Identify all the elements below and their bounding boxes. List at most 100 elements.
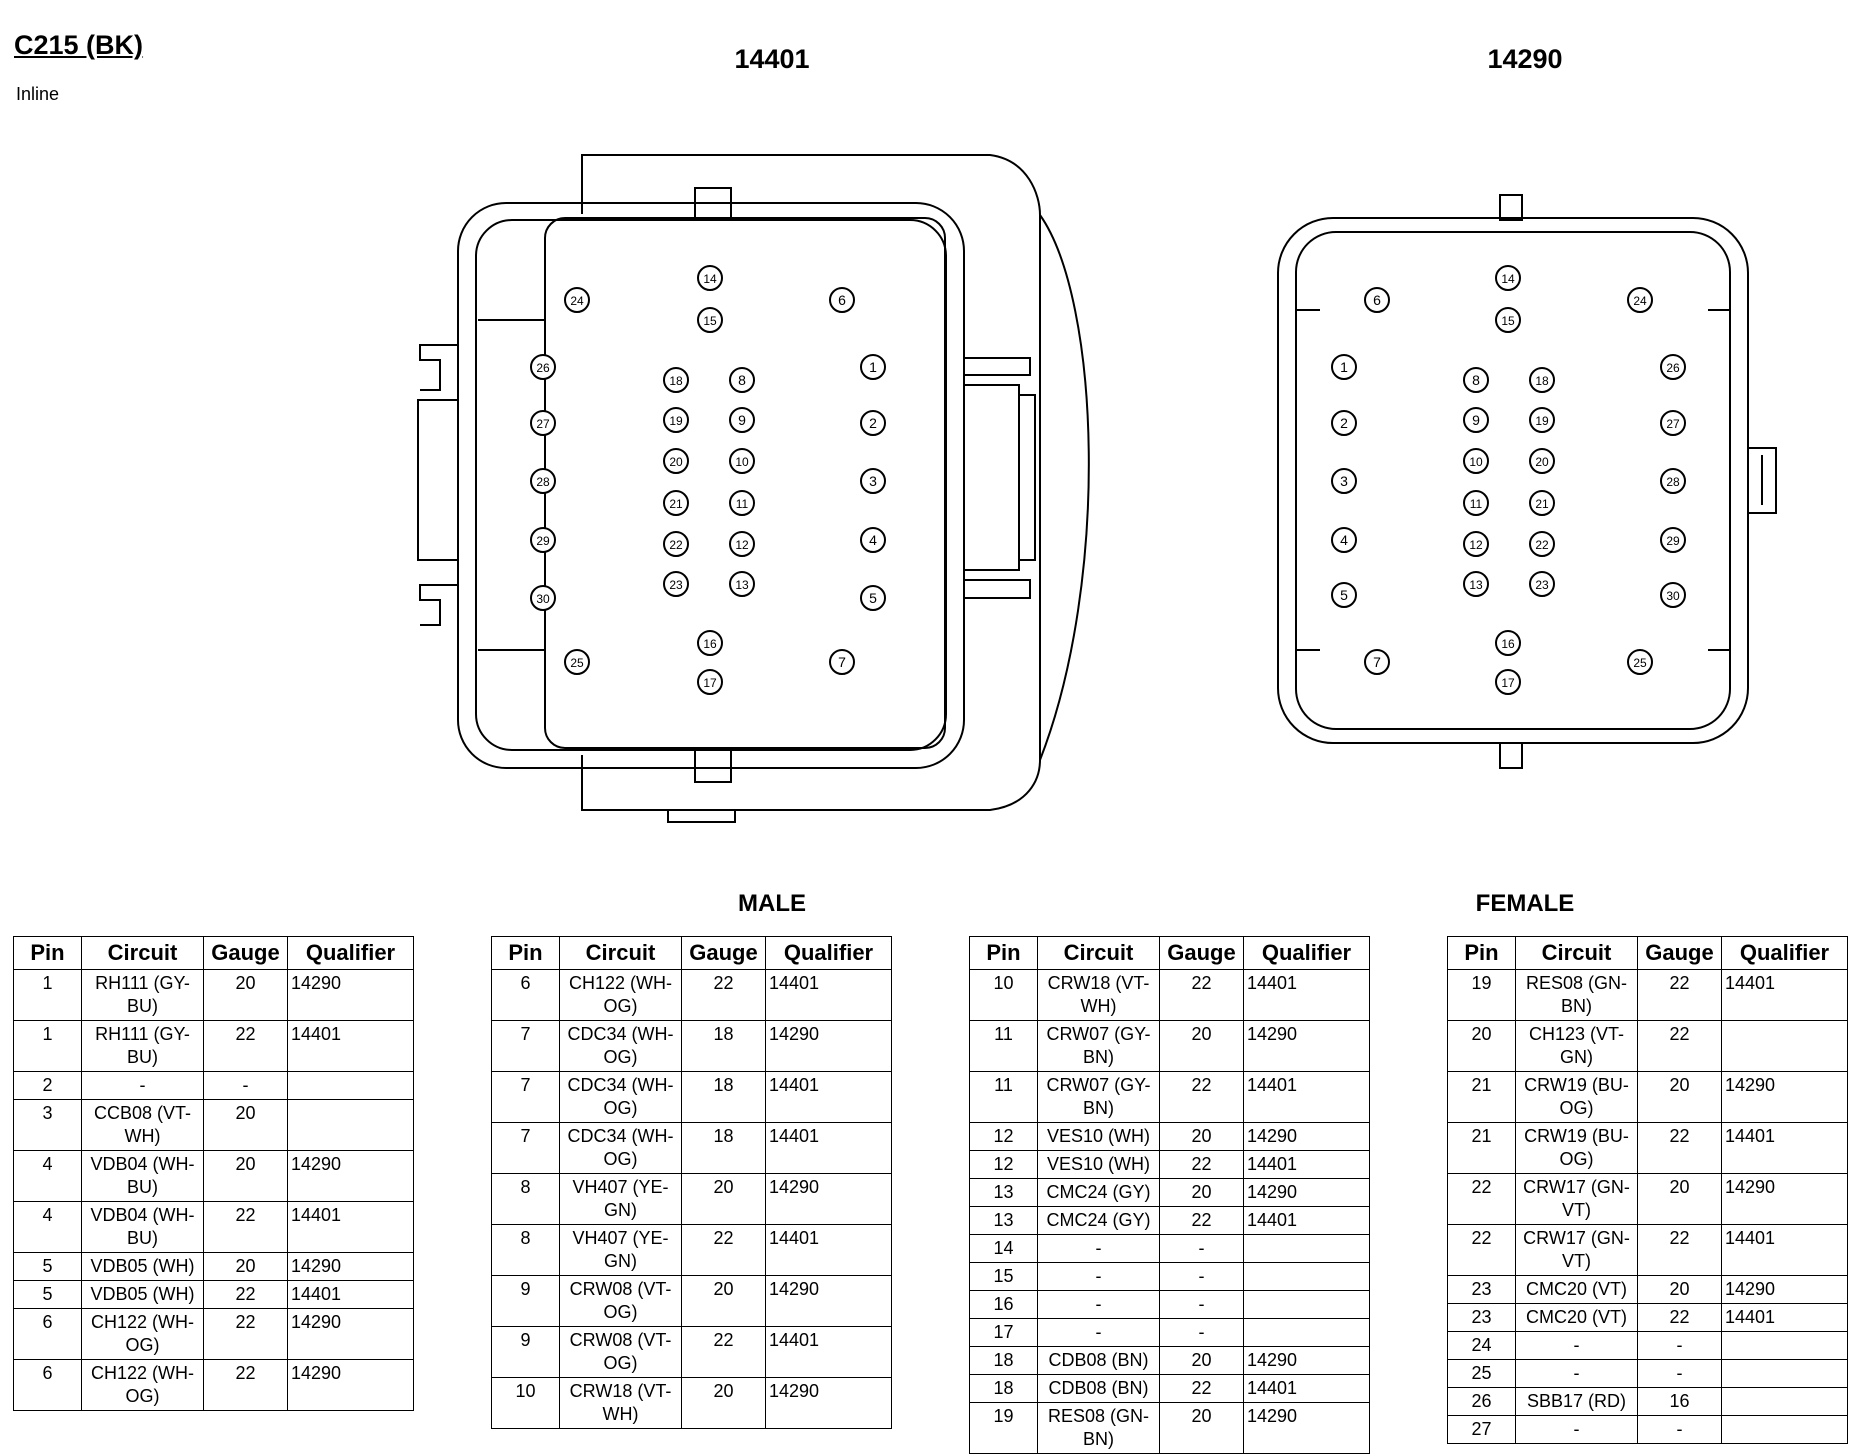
male-pin-27: 27	[530, 410, 556, 436]
cell-qualifier: 14401	[765, 1224, 892, 1276]
male-pin-group: 1234567891011121314151617181920212223242…	[530, 265, 886, 695]
cell-qualifier	[1721, 1020, 1848, 1072]
column-header-circuit: Circuit	[81, 936, 204, 970]
male-pin-circle	[663, 448, 689, 474]
female-pin-circle	[1529, 448, 1555, 474]
cell-qualifier	[1721, 1359, 1848, 1388]
female-pin-27: 27	[1660, 410, 1686, 436]
cell-gauge: 20	[1637, 1275, 1722, 1304]
female-pin-number: 19	[1535, 414, 1549, 428]
female-pin-circle	[1463, 490, 1489, 516]
cell-pin: 20	[1447, 1020, 1516, 1072]
male-pin-number: 19	[669, 414, 683, 428]
female-pin-circle	[1660, 527, 1686, 553]
male-pin-number: 10	[735, 455, 749, 469]
cell-qualifier: 14290	[1721, 1071, 1848, 1123]
cell-qualifier: 14290	[287, 969, 414, 1021]
female-pin-number: 24	[1633, 294, 1647, 308]
cell-circuit: -	[1037, 1262, 1160, 1291]
female-pin-17: 17	[1495, 669, 1521, 695]
cell-qualifier: 14401	[765, 1326, 892, 1378]
cell-pin: 11	[969, 1071, 1038, 1123]
female-pin-7: 7	[1364, 649, 1390, 675]
column-header-pin: Pin	[491, 936, 560, 970]
cell-gauge: 22	[1637, 1122, 1722, 1174]
cell-gauge: 22	[1637, 969, 1722, 1021]
female-pin-18: 18	[1529, 367, 1555, 393]
female-pin-circle	[1529, 367, 1555, 393]
female-label: FEMALE	[1475, 890, 1575, 917]
male-pin-12: 12	[729, 531, 755, 557]
cell-qualifier	[1243, 1290, 1370, 1319]
cell-gauge: 20	[1159, 1020, 1244, 1072]
cell-gauge: -	[1637, 1415, 1722, 1444]
male-pin-circle	[663, 407, 689, 433]
male-pin-circle	[530, 468, 556, 494]
cell-pin: 23	[1447, 1303, 1516, 1332]
cell-qualifier: 14290	[1721, 1275, 1848, 1304]
cell-qualifier: 14290	[1243, 1020, 1370, 1072]
male-pin-number: 3	[869, 473, 877, 489]
female-pin-circle	[1627, 649, 1653, 675]
male-pin-21: 21	[663, 490, 689, 516]
male-pin-13: 13	[729, 571, 755, 597]
cell-gauge: 22	[681, 1326, 766, 1378]
cell-circuit: VDB05 (WH)	[81, 1280, 204, 1309]
column-header-qualifier: Qualifier	[1243, 936, 1370, 970]
female-pin-number: 29	[1666, 534, 1680, 548]
female-pin-15: 15	[1495, 307, 1521, 333]
cell-gauge: -	[1159, 1290, 1244, 1319]
cell-pin: 3	[13, 1099, 82, 1151]
column-header-pin: Pin	[969, 936, 1038, 970]
cell-pin: 4	[13, 1150, 82, 1202]
cell-gauge: 22	[1159, 1150, 1244, 1179]
cell-qualifier: 14401	[287, 1280, 414, 1309]
male-pin-number: 17	[703, 676, 717, 690]
cell-gauge: 22	[203, 1359, 288, 1411]
male-pin-number: 21	[669, 497, 683, 511]
female-pin-circle	[1660, 410, 1686, 436]
cell-circuit: CH122 (WH-OG)	[81, 1359, 204, 1411]
cell-gauge: 22	[681, 969, 766, 1021]
female-pin-circle	[1364, 287, 1390, 313]
male-pin-number: 26	[536, 361, 550, 375]
table-row: 17--	[969, 1318, 1370, 1347]
cell-pin: 26	[1447, 1387, 1516, 1416]
cell-gauge: 20	[203, 1099, 288, 1151]
cell-pin: 19	[969, 1402, 1038, 1454]
column-header-pin: Pin	[1447, 936, 1516, 970]
cell-pin: 25	[1447, 1359, 1516, 1388]
female-pin-number: 3	[1340, 473, 1348, 489]
female-pin-14: 14	[1495, 265, 1521, 291]
page-title: C215 (BK)	[14, 30, 144, 60]
female-pin-number: 9	[1472, 412, 1480, 428]
female-pin-circle	[1463, 407, 1489, 433]
cell-circuit: -	[1515, 1331, 1638, 1360]
cell-qualifier	[1243, 1234, 1370, 1263]
male-pin-14: 14	[697, 265, 723, 291]
male-pin-circle	[663, 490, 689, 516]
female-pin-circle	[1463, 531, 1489, 557]
male-pin-circle	[729, 367, 755, 393]
male-pin-number: 14	[703, 272, 717, 286]
cell-circuit: CH122 (WH-OG)	[81, 1308, 204, 1360]
male-pin-23: 23	[663, 571, 689, 597]
column-header-gauge: Gauge	[1159, 936, 1244, 970]
male-pin-29: 29	[530, 527, 556, 553]
